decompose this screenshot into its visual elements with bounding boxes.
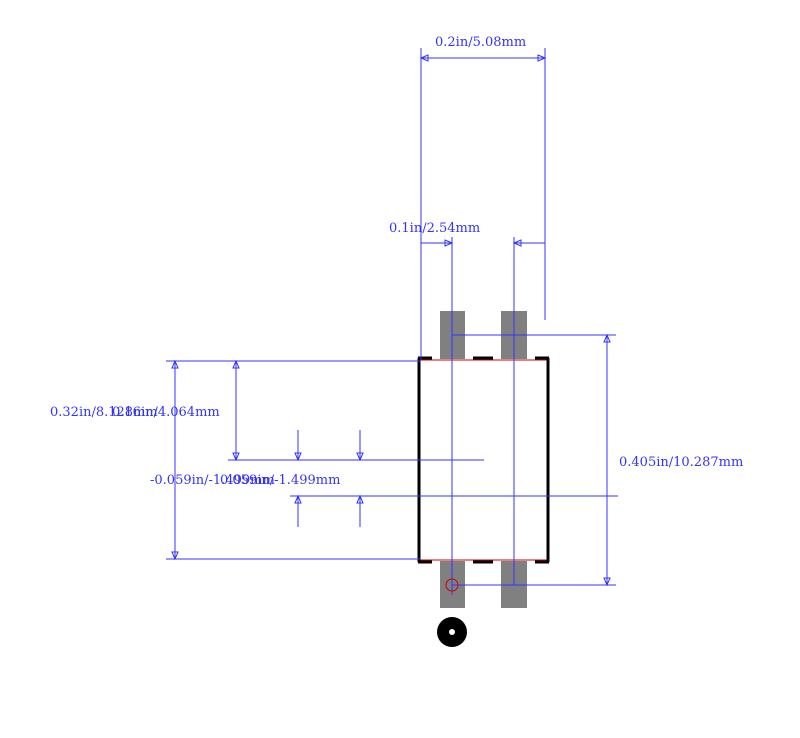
dimension-lines <box>166 48 618 595</box>
label-offset-b: 0.059in/-1.499mm <box>220 473 340 488</box>
label-top-to-center: 0.16in/4.064mm <box>112 405 220 420</box>
dimension-arrows <box>171 54 611 587</box>
pin-1-indicator-center <box>449 629 455 635</box>
label-body-height: 0.32in/8.128mm <box>50 405 158 420</box>
label-pad-span: 0.2in/5.08mm <box>435 35 526 50</box>
label-offset-a: -0.059in/-1.499mm <box>150 473 275 488</box>
label-total-height: 0.405in/10.287mm <box>619 455 743 470</box>
origin-marker <box>445 578 459 592</box>
label-pitch: 0.1in/2.54mm <box>389 221 480 236</box>
